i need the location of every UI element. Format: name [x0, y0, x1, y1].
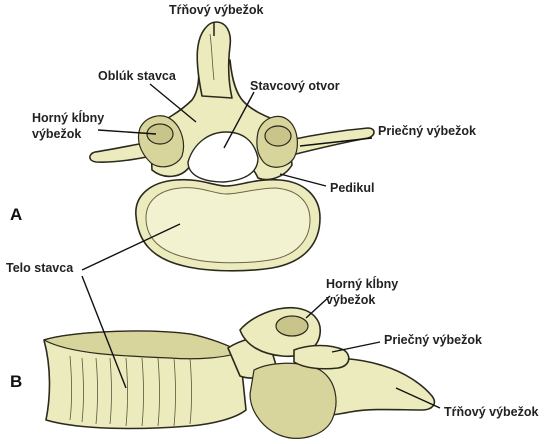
label-lamina: Oblúk stavca — [98, 69, 177, 83]
label-superior-articular-b-line2: výbežok — [326, 293, 375, 307]
vertebral-body-endplate — [146, 188, 310, 263]
label-superior-articular-a-line1: Horný kĺbny — [32, 110, 104, 125]
label-superior-articular-a-line2: výbežok — [32, 127, 81, 141]
vertebra-superior-view — [90, 22, 374, 271]
transverse-process-right — [290, 128, 374, 155]
transverse-process-side — [294, 346, 349, 369]
label-spinous-process-top: Tŕňový výbežok — [169, 3, 264, 17]
view-letter-b: B — [10, 372, 22, 391]
label-vertebral-foramen: Stavcový otvor — [250, 79, 340, 93]
label-spinous-process-b: Tŕňový výbežok — [444, 405, 539, 419]
label-pedicle: Pedikul — [330, 181, 374, 195]
label-transverse-process-b: Priečný výbežok — [384, 333, 482, 347]
view-letter-a: A — [10, 205, 22, 224]
lamina-side — [250, 363, 336, 438]
label-vertebral-body: Telo stavca — [6, 261, 74, 275]
label-transverse-process-a: Priečný výbežok — [378, 124, 476, 138]
label-superior-articular-b-line1: Horný kĺbny — [326, 276, 398, 291]
